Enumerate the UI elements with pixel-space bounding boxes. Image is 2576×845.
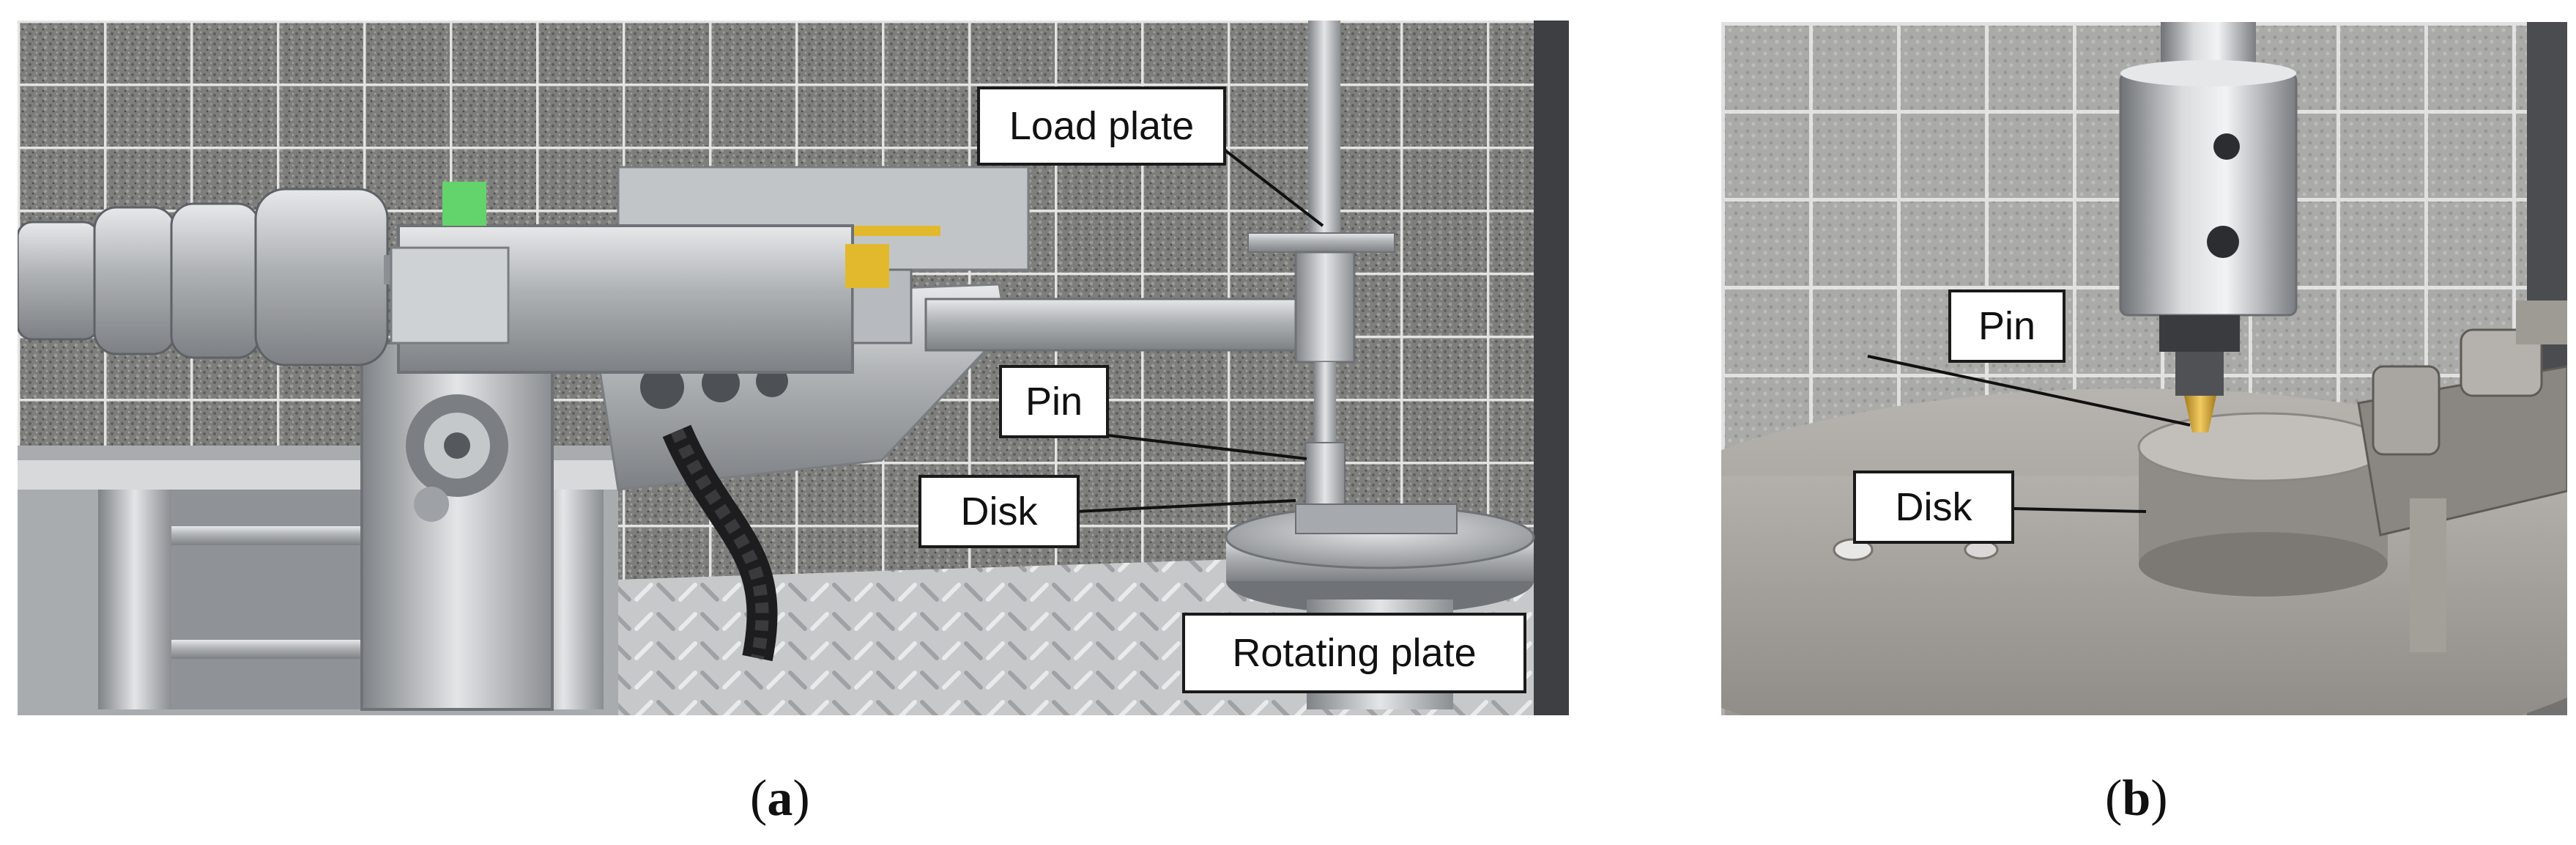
caption-a-close: )	[793, 770, 810, 827]
label-pin-closeup: Pin	[1948, 289, 2065, 363]
label-pin: Pin	[999, 365, 1109, 438]
label-rotating-plate: Rotating plate	[1182, 613, 1526, 693]
label-disk-closeup: Disk	[1853, 471, 2014, 544]
label-disk: Disk	[918, 475, 1080, 548]
caption-a-letter: a	[767, 770, 793, 827]
caption-b-close: )	[2150, 770, 2168, 827]
panel-b-photo: Pin Disk	[1721, 22, 2567, 715]
caption-b: (b)	[2105, 770, 2168, 828]
panel-a-photo: Load plate Pin Disk Rotating plate	[18, 21, 1569, 715]
pin-on-disk-closeup-photo	[1721, 22, 2567, 715]
caption-a: (a)	[750, 770, 810, 828]
label-load-plate: Load plate	[977, 86, 1226, 166]
caption-a-open: (	[750, 770, 768, 827]
panel-b-leader-lines	[1867, 355, 2191, 513]
caption-b-letter: b	[2122, 770, 2151, 827]
panel-a-leader-lines	[1075, 133, 1324, 513]
caption-b-open: (	[2105, 770, 2123, 827]
pin-on-disk-tribometer-photo	[18, 21, 1569, 715]
